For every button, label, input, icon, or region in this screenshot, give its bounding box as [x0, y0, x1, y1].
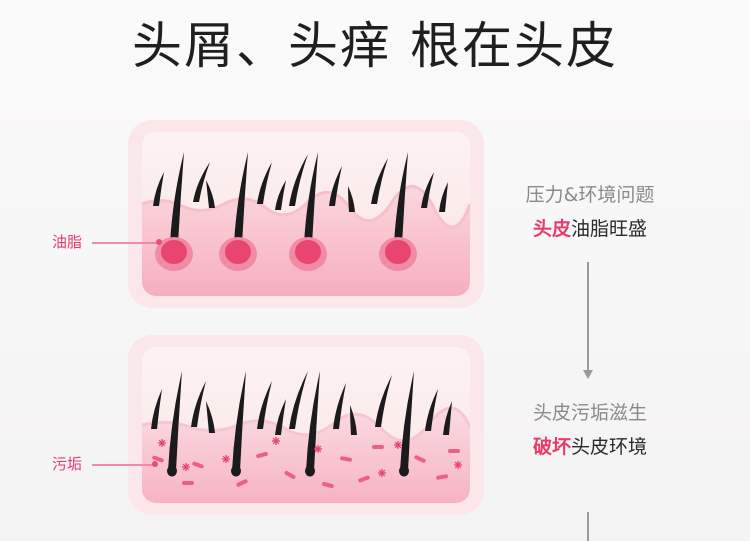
- hair-strand-icon: [153, 172, 164, 206]
- hair-strand-icon: [257, 381, 272, 429]
- sebum-gland-core: [385, 240, 411, 264]
- hair-strand-icon: [375, 375, 392, 427]
- caption-oily: 压力&环境问题 头皮油脂旺盛: [495, 182, 685, 242]
- dirt-particle-icon: [340, 456, 352, 462]
- dirt-speck-icon: [378, 469, 386, 477]
- hair-strand-icon: [275, 180, 286, 210]
- scalp-dirty-illustration: [142, 347, 470, 503]
- callout-sebum-dot: [156, 239, 162, 245]
- dirt-particle-icon: [414, 455, 426, 463]
- dirt-particle-icon: [372, 445, 384, 449]
- callout-dirt-dot: [152, 461, 158, 467]
- scalp-diagram-dirty-inner: [142, 347, 470, 503]
- sebum-gland-core: [161, 240, 187, 264]
- hair-strand-icon: [234, 152, 248, 244]
- dirt-particle-icon: [152, 455, 164, 463]
- hair-bulb-icon: [305, 465, 315, 477]
- hair-strand-icon: [257, 162, 272, 204]
- dirt-particle-icon: [182, 481, 194, 485]
- hair-strand-icon: [421, 172, 434, 208]
- callout-dirt-line: [92, 464, 154, 466]
- hair-strand-icon: [439, 182, 448, 212]
- dirt-speck-icon: [272, 437, 280, 445]
- hair-strand-icon: [191, 381, 206, 427]
- hair-strand-icon: [425, 389, 438, 431]
- caption-oily-main: 头皮油脂旺盛: [495, 216, 685, 242]
- hair-strand-icon: [400, 371, 414, 471]
- callout-sebum-label: 油脂: [52, 233, 83, 251]
- dirt-speck-icon: [158, 439, 166, 447]
- hair-strand-icon: [168, 371, 182, 471]
- scalp-diagram-oily: [128, 120, 484, 308]
- sebum-gland-core: [225, 240, 251, 264]
- caption-dirty-main: 破坏头皮环境: [495, 434, 685, 460]
- dirt-particle-icon: [322, 481, 334, 489]
- hair-strand-icon: [289, 154, 308, 206]
- dirt-speck-icon: [454, 461, 462, 469]
- hair-strand-icon: [304, 152, 318, 244]
- dirt-particle-icon: [436, 474, 448, 480]
- hair-strand-icon: [306, 371, 320, 471]
- caption-dirty: 头皮污垢滋生 破坏头皮环境: [495, 400, 685, 460]
- dirt-particle-icon: [236, 479, 248, 487]
- dirt-particle-icon: [358, 475, 370, 483]
- hair-bulb-icon: [167, 465, 177, 477]
- dirt-speck-icon: [182, 463, 190, 471]
- dirt-particle-icon: [448, 449, 460, 453]
- dirt-speck-icon: [222, 455, 230, 463]
- scalp-diagram-dirty: [128, 335, 484, 515]
- caption-dirty-rest: 头皮环境: [571, 436, 648, 458]
- caption-oily-sub: 压力&环境问题: [525, 184, 655, 206]
- dirt-speck-icon: [314, 445, 322, 453]
- hair-strand-icon: [206, 180, 215, 208]
- hair-strand-icon: [232, 371, 246, 471]
- hair-strand-icon: [371, 158, 388, 204]
- hair-strand-icon: [275, 399, 286, 435]
- hair-strand-icon: [333, 383, 346, 429]
- dirt-particle-icon: [284, 471, 296, 479]
- hair-strand-icon: [170, 152, 184, 244]
- callout-sebum-line: [92, 242, 158, 244]
- flow-arrow-line-continue: [587, 512, 589, 541]
- arrow-down-icon: [583, 370, 593, 379]
- hair-strand-icon: [348, 186, 355, 212]
- hair-strand-icon: [193, 162, 210, 202]
- scalp-oily-illustration: [142, 132, 470, 296]
- flow-arrow-line: [587, 262, 589, 370]
- sebum-gland-core: [295, 240, 321, 264]
- hair-strand-icon: [289, 371, 308, 429]
- hair-strand-icon: [350, 405, 357, 435]
- caption-oily-rest: 油脂旺盛: [571, 218, 648, 240]
- dirt-speck-icon: [394, 441, 402, 449]
- dirt-particle-icon: [256, 451, 268, 459]
- hair-strand-icon: [394, 152, 408, 244]
- page-title: 头屑、头痒 根在头皮: [132, 17, 618, 75]
- hair-strand-icon: [443, 401, 452, 435]
- caption-dirty-accent: 破坏: [532, 436, 571, 458]
- scalp-diagram-oily-inner: [142, 132, 470, 296]
- callout-dirt-label: 污垢: [52, 455, 83, 473]
- dirt-particle-icon: [192, 461, 204, 469]
- hair-strand-icon: [329, 166, 342, 206]
- skin-layer: [142, 407, 470, 503]
- hair-strand-icon: [151, 389, 162, 429]
- hair-bulb-icon: [231, 465, 241, 477]
- caption-dirty-sub: 头皮污垢滋生: [532, 402, 647, 424]
- hair-bulb-icon: [399, 465, 409, 477]
- caption-oily-accent: 头皮: [532, 218, 571, 240]
- hair-strand-icon: [206, 401, 215, 433]
